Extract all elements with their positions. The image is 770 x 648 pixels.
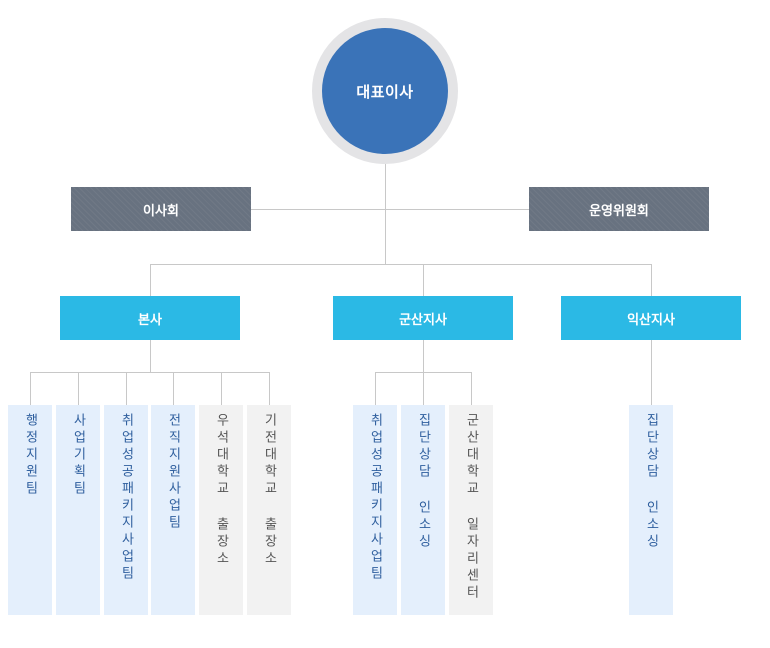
team-box: 집단상담 인소싱 xyxy=(401,405,445,615)
team-box: 전직지원사업팀 xyxy=(151,405,195,615)
board-of-directors-node: 이사회 xyxy=(71,187,251,231)
iksan-branch-label: 익산지사 xyxy=(627,312,675,328)
team-label: 우석대학교 출장소 xyxy=(213,413,229,568)
headquarters-node: 본사 xyxy=(60,296,240,340)
team-box: 기전대학교 출장소 xyxy=(247,405,291,615)
team-box: 행정지원팀 xyxy=(8,405,52,615)
team-label: 전직지원사업팀 xyxy=(165,413,181,532)
team-label: 취업성공패키지사업팀 xyxy=(367,413,383,583)
team-box: 취업성공패키지사업팀 xyxy=(353,405,397,615)
ceo-node: 대표이사 xyxy=(322,28,448,154)
steering-committee-node: 운영위원회 xyxy=(529,187,709,231)
gunsan-branch-label: 군산지사 xyxy=(399,312,447,328)
headquarters-label: 본사 xyxy=(138,312,162,328)
team-box: 우석대학교 출장소 xyxy=(199,405,243,615)
gunsan-branch-node: 군산지사 xyxy=(333,296,513,340)
team-label: 군산대학교 일자리센터 xyxy=(463,413,479,602)
team-label: 사업기획팀 xyxy=(70,413,86,498)
team-label: 행정지원팀 xyxy=(22,413,38,498)
team-box: 군산대학교 일자리센터 xyxy=(449,405,493,615)
team-label: 취업성공패키지사업팀 xyxy=(118,413,134,583)
steering-committee-label: 운영위원회 xyxy=(589,203,649,219)
team-label: 집단상담 인소싱 xyxy=(643,413,659,551)
team-box: 집단상담 인소싱 xyxy=(629,405,673,615)
team-label: 기전대학교 출장소 xyxy=(261,413,277,568)
team-box: 사업기획팀 xyxy=(56,405,100,615)
iksan-branch-node: 익산지사 xyxy=(561,296,741,340)
team-box: 취업성공패키지사업팀 xyxy=(104,405,148,615)
ceo-label: 대표이사 xyxy=(356,82,414,101)
board-of-directors-label: 이사회 xyxy=(143,203,179,219)
team-label: 집단상담 인소싱 xyxy=(415,413,431,551)
